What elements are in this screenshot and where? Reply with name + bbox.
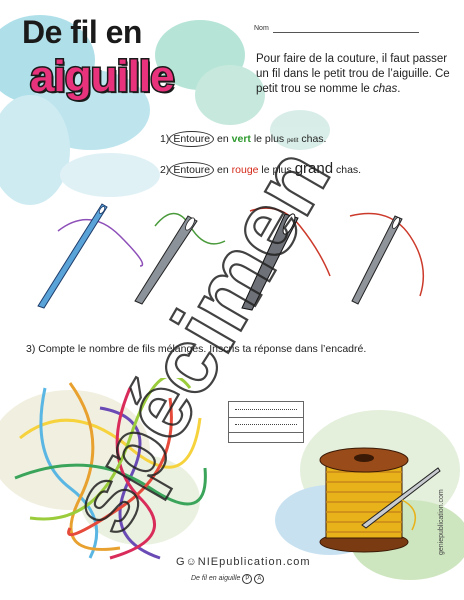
q2-color-word: rouge xyxy=(231,164,259,176)
intro-text: Pour faire de la couture, il faut passer… xyxy=(256,52,456,97)
needle-2-icon[interactable] xyxy=(134,212,226,305)
title-line2: aiguille xyxy=(29,51,177,103)
needles-illustration xyxy=(37,203,425,311)
intro-body: Pour faire de la couture, il faut passer… xyxy=(256,53,450,95)
tangled-threads-illustration xyxy=(14,378,207,560)
title-line1: De fil en xyxy=(22,14,142,50)
q1-color-word: vert xyxy=(231,133,251,145)
q1-mid: le plus xyxy=(250,133,288,145)
answer-box[interactable] xyxy=(228,401,304,443)
q2-pre: en xyxy=(214,164,232,176)
question-2: 2)Entoure en rouge le plus grand chas. xyxy=(160,160,361,178)
answer-guide-top xyxy=(235,409,297,410)
logo-subtitle: De fil en aiguille P A xyxy=(191,574,265,584)
q2-circle-word: Entoure xyxy=(169,162,215,178)
intro-chas-word: chas xyxy=(372,83,398,95)
badge-p: P xyxy=(242,574,253,584)
question-1: 1)Entoure en vert le plus petit chas. xyxy=(160,131,326,147)
q1-circle-word: Entoure xyxy=(169,131,215,147)
badge-a: A xyxy=(254,574,265,584)
needle-3-icon[interactable] xyxy=(241,207,331,311)
name-label: Nom xyxy=(254,25,269,32)
needle-1-icon[interactable] xyxy=(37,203,144,309)
answer-guide-middle xyxy=(235,424,297,425)
q2-number: 2) xyxy=(160,164,170,176)
q2-mid: le plus xyxy=(258,164,295,176)
q1-number: 1) xyxy=(160,133,170,145)
q2-end: chas. xyxy=(333,164,362,176)
q1-size-word: petit xyxy=(287,138,299,144)
logo-sub-text: De fil en aiguille xyxy=(191,575,241,582)
side-website: geniepublication.com xyxy=(438,489,445,555)
answer-line-lower xyxy=(229,432,303,433)
q1-pre: en xyxy=(214,133,232,145)
spool-icon xyxy=(319,447,441,553)
name-line[interactable] xyxy=(273,32,419,33)
q1-end: chas. xyxy=(298,133,327,145)
publisher-logo: G☺NIEpublication.com xyxy=(176,556,311,568)
question-3: 3) Compte le nombre de fils mélangés. In… xyxy=(26,343,367,355)
answer-line-upper xyxy=(229,417,303,418)
q2-size-word: grand xyxy=(294,160,334,177)
needle-4-icon[interactable] xyxy=(349,212,425,305)
intro-end: . xyxy=(397,83,401,95)
